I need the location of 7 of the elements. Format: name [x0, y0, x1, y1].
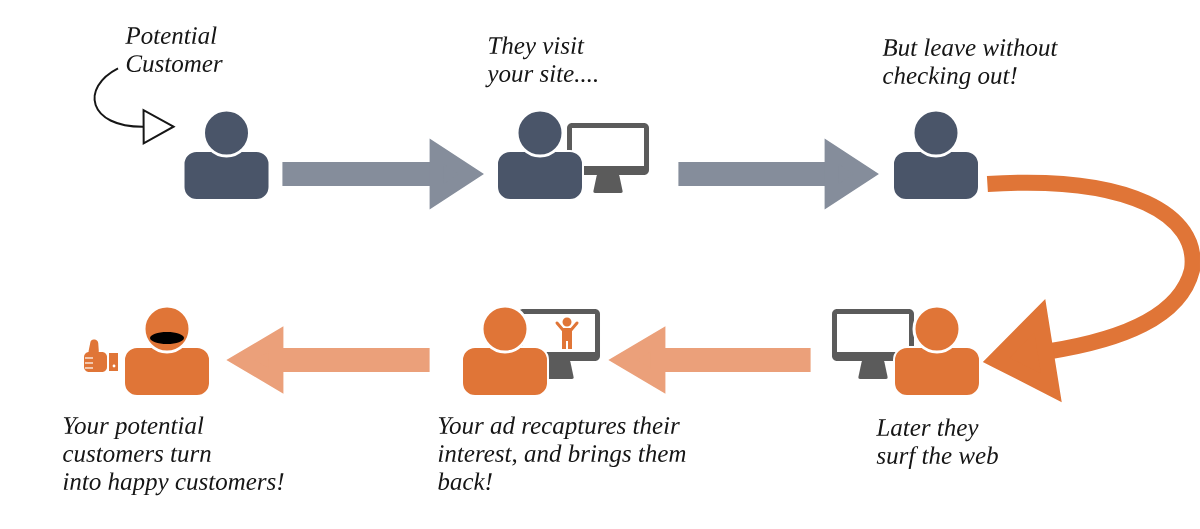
node-label: Potential Customer — [125, 26, 223, 72]
person-icon — [182, 108, 271, 201]
node-label: Your potential customers turn into happy customers! — [63, 416, 284, 496]
node-label: Later they surf the web — [876, 418, 998, 470]
node-label: But leave without checking out! — [882, 38, 1058, 90]
node-label: They visit your site.... — [485, 36, 597, 88]
node-label: Your ad recaptures their interest, and brings them back! — [438, 416, 686, 491]
